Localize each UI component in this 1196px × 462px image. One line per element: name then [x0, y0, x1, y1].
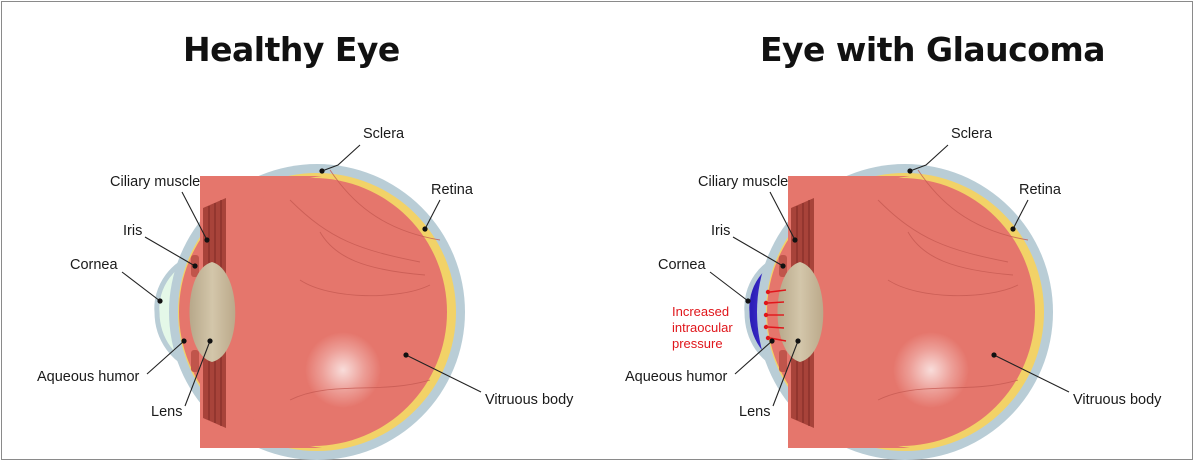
- label-lens-right: Lens: [739, 404, 770, 420]
- label-iris-right: Iris: [711, 223, 730, 239]
- label-aqueous-right: Aqueous humor: [625, 369, 728, 385]
- label-cornea-left: Cornea: [70, 257, 118, 273]
- label-aqueous-left: Aqueous humor: [37, 369, 140, 385]
- glaucoma-iris-lower: [779, 350, 787, 372]
- pressure-note-line3: pressure: [672, 336, 723, 351]
- pressure-note-line1: Increased: [672, 304, 729, 319]
- pressure-note-line2: intraocular: [672, 320, 733, 335]
- label-vitreous-right: Vitruous body: [1073, 392, 1162, 408]
- label-retina-left: Retina: [431, 182, 474, 198]
- healthy-iris-lower: [191, 350, 199, 372]
- label-lens-left: Lens: [151, 404, 182, 420]
- label-vitreous-left: Vitruous body: [485, 392, 574, 408]
- glaucoma-eye: [747, 164, 1053, 460]
- label-ciliary-left: Ciliary muscle: [110, 174, 200, 190]
- healthy-eye: [157, 164, 465, 460]
- label-cornea-right: Cornea: [658, 257, 706, 273]
- label-retina-right: Retina: [1019, 182, 1062, 198]
- label-ciliary-right: Ciliary muscle: [698, 174, 788, 190]
- label-sclera-left: Sclera: [363, 126, 405, 142]
- label-sclera-right: Sclera: [951, 126, 993, 142]
- label-iris-left: Iris: [123, 223, 142, 239]
